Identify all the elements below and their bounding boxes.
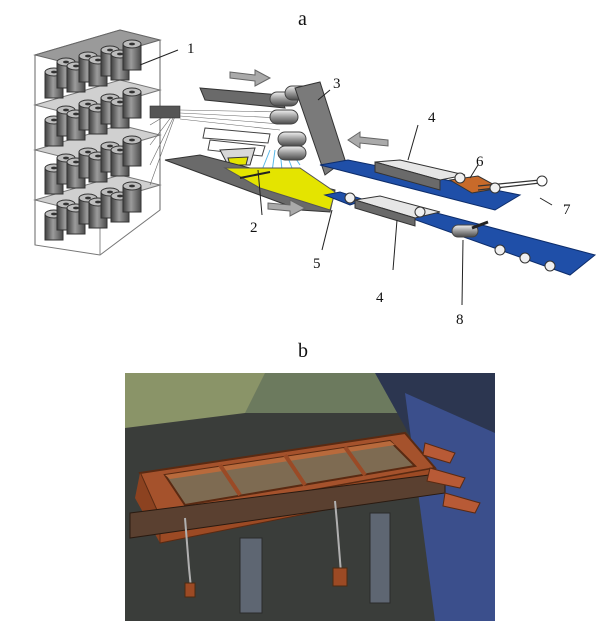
- support-table: [129, 472, 446, 614]
- belt-roller: [544, 260, 556, 272]
- creel-rack: [33, 29, 162, 256]
- belt-roller: [344, 192, 356, 204]
- production-line-diagram: 1 2 3 4 4 5 6 7 8: [33, 29, 597, 328]
- panel-b-label: b: [298, 340, 308, 362]
- callout-4-upper: 4: [428, 110, 436, 126]
- callout-5: 5: [313, 256, 321, 272]
- fiber-spool: [122, 39, 142, 71]
- callout-leaders: [139, 49, 553, 306]
- panel-a-label: a: [298, 8, 307, 30]
- fiber-spool: [122, 135, 142, 167]
- callout-3: 3: [333, 76, 341, 92]
- belt-roller: [519, 252, 531, 264]
- photo-floor-left: [125, 373, 265, 428]
- side-brackets: [422, 442, 481, 514]
- take-off-rollers: [451, 220, 489, 238]
- flow-arrow-lower: [267, 199, 307, 217]
- resin-bed: [164, 154, 336, 213]
- belt-roller: [414, 206, 426, 218]
- clamp-chains: [184, 500, 342, 589]
- mold-photo: [125, 373, 495, 621]
- resin-feeder: [219, 147, 256, 166]
- belt-roller: [489, 182, 501, 194]
- flow-arrow-upper: [229, 69, 272, 87]
- fiber-spool: [122, 87, 142, 119]
- compaction-rollers: [269, 81, 346, 176]
- callout-7: 7: [563, 202, 571, 218]
- chain-weights: [184, 567, 348, 598]
- callout-4-lower: 4: [376, 290, 384, 306]
- flow-arrow-return: [347, 131, 389, 149]
- callout-1: 1: [187, 41, 195, 57]
- belt-roller: [454, 172, 466, 184]
- belt-roller: [494, 244, 506, 256]
- callout-8: 8: [456, 312, 464, 328]
- curing-press-upper: [374, 159, 466, 191]
- callout-6: 6: [476, 154, 484, 170]
- fiber-strands: [149, 105, 281, 186]
- belt-support-rollers: [344, 172, 556, 272]
- callout-2: 2: [250, 220, 258, 236]
- fiber-spool: [122, 181, 142, 213]
